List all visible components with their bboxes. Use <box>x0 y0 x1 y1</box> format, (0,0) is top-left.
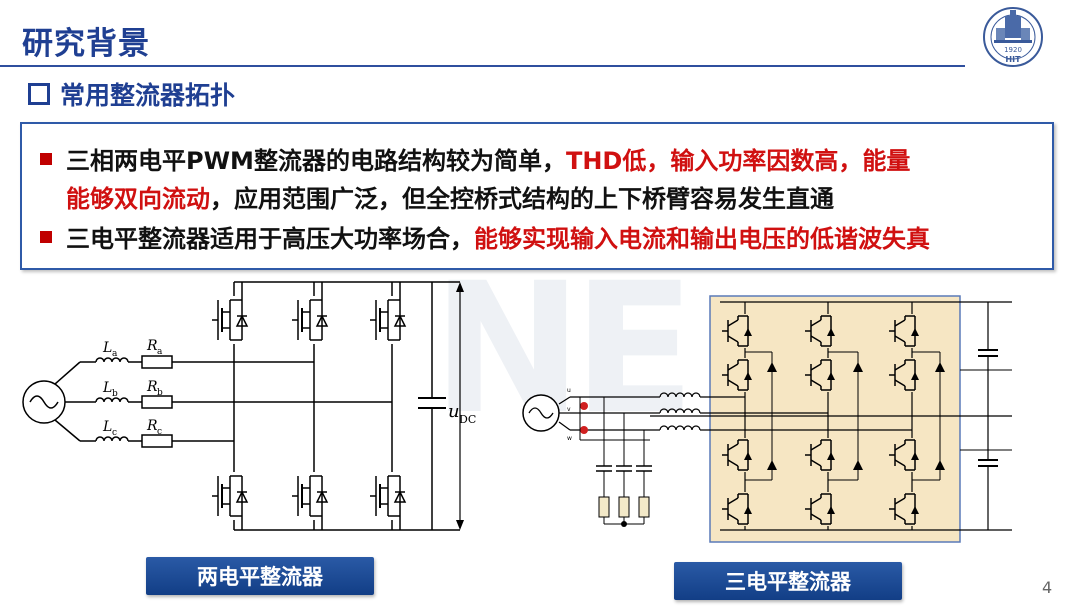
Rc-label: R <box>146 418 158 434</box>
two-level-rectifier-diagram: u DC L a R a L b R b L c <box>22 281 476 531</box>
bullet-square-icon <box>40 231 52 243</box>
watermark: NE <box>432 245 696 454</box>
logo-year: 1920 <box>1004 46 1022 54</box>
bullet-square-icon <box>40 153 52 165</box>
Ra-label: R <box>146 338 158 354</box>
udc-label: u <box>448 401 460 422</box>
logo-text: HIT <box>1005 55 1021 64</box>
Lb-label: L <box>102 380 112 396</box>
three-level-caption: 三电平整流器 <box>674 562 902 600</box>
three-level-rectifier-diagram: u v w <box>522 295 1012 543</box>
bullet-1-highlight: THD低，输入功率因数高，能量 <box>565 147 911 175</box>
bullet-1-line2-text: ，应用范围广泛，但全控桥式结构的上下桥臂容易发生直通 <box>210 185 834 213</box>
bullet-item-2: 三电平整流器适用于高压大功率场合，能够实现输入电流和输出电压的低谐波失真 <box>40 219 930 254</box>
Lb-subscript: b <box>112 389 118 399</box>
bullet-1-line2-highlight: 能够双向流动 <box>66 185 210 213</box>
section-heading-text: 常用整流器拓扑 <box>60 81 236 110</box>
bullet-1-text: 三相两电平PWM整流器的电路结构较为简单， <box>66 147 566 175</box>
bullet-2-text: 三电平整流器适用于高压大功率场合， <box>66 225 474 253</box>
page-number: 4 <box>1042 578 1053 597</box>
udc-subscript: DC <box>459 413 476 426</box>
bullet-item-1: 三相两电平PWM整流器的电路结构较为简单，THD低，输入功率因数高，能量 <box>40 141 910 176</box>
svg-text:w: w <box>567 435 572 442</box>
Lc-label: L <box>102 419 112 435</box>
La-subscript: a <box>112 349 118 359</box>
checkbox-square-icon <box>28 83 50 105</box>
title-divider <box>0 65 965 67</box>
svg-text:u: u <box>567 387 571 394</box>
Rb-subscript: b <box>157 388 163 398</box>
bullet-2-highlight: 能够实现输入电流和输出电压的低谐波失真 <box>474 225 930 253</box>
Rb-label: R <box>146 379 158 395</box>
La-label: L <box>102 340 112 356</box>
svg-text:v: v <box>567 406 571 413</box>
two-level-caption: 两电平整流器 <box>146 557 374 595</box>
Rc-subscript: c <box>157 427 162 437</box>
Ra-subscript: a <box>157 347 163 357</box>
bullet-item-1-continued: 能够双向流动，应用范围广泛，但全控桥式结构的上下桥臂容易发生直通 <box>66 179 834 214</box>
Lc-subscript: c <box>112 428 117 438</box>
section-heading: 常用整流器拓扑 <box>28 76 235 112</box>
university-logo: 1920 HIT <box>983 7 1043 67</box>
page-title: 研究背景 <box>22 26 150 62</box>
bullet-panel: 三相两电平PWM整流器的电路结构较为简单，THD低，输入功率因数高，能量 能够双… <box>20 122 1054 270</box>
